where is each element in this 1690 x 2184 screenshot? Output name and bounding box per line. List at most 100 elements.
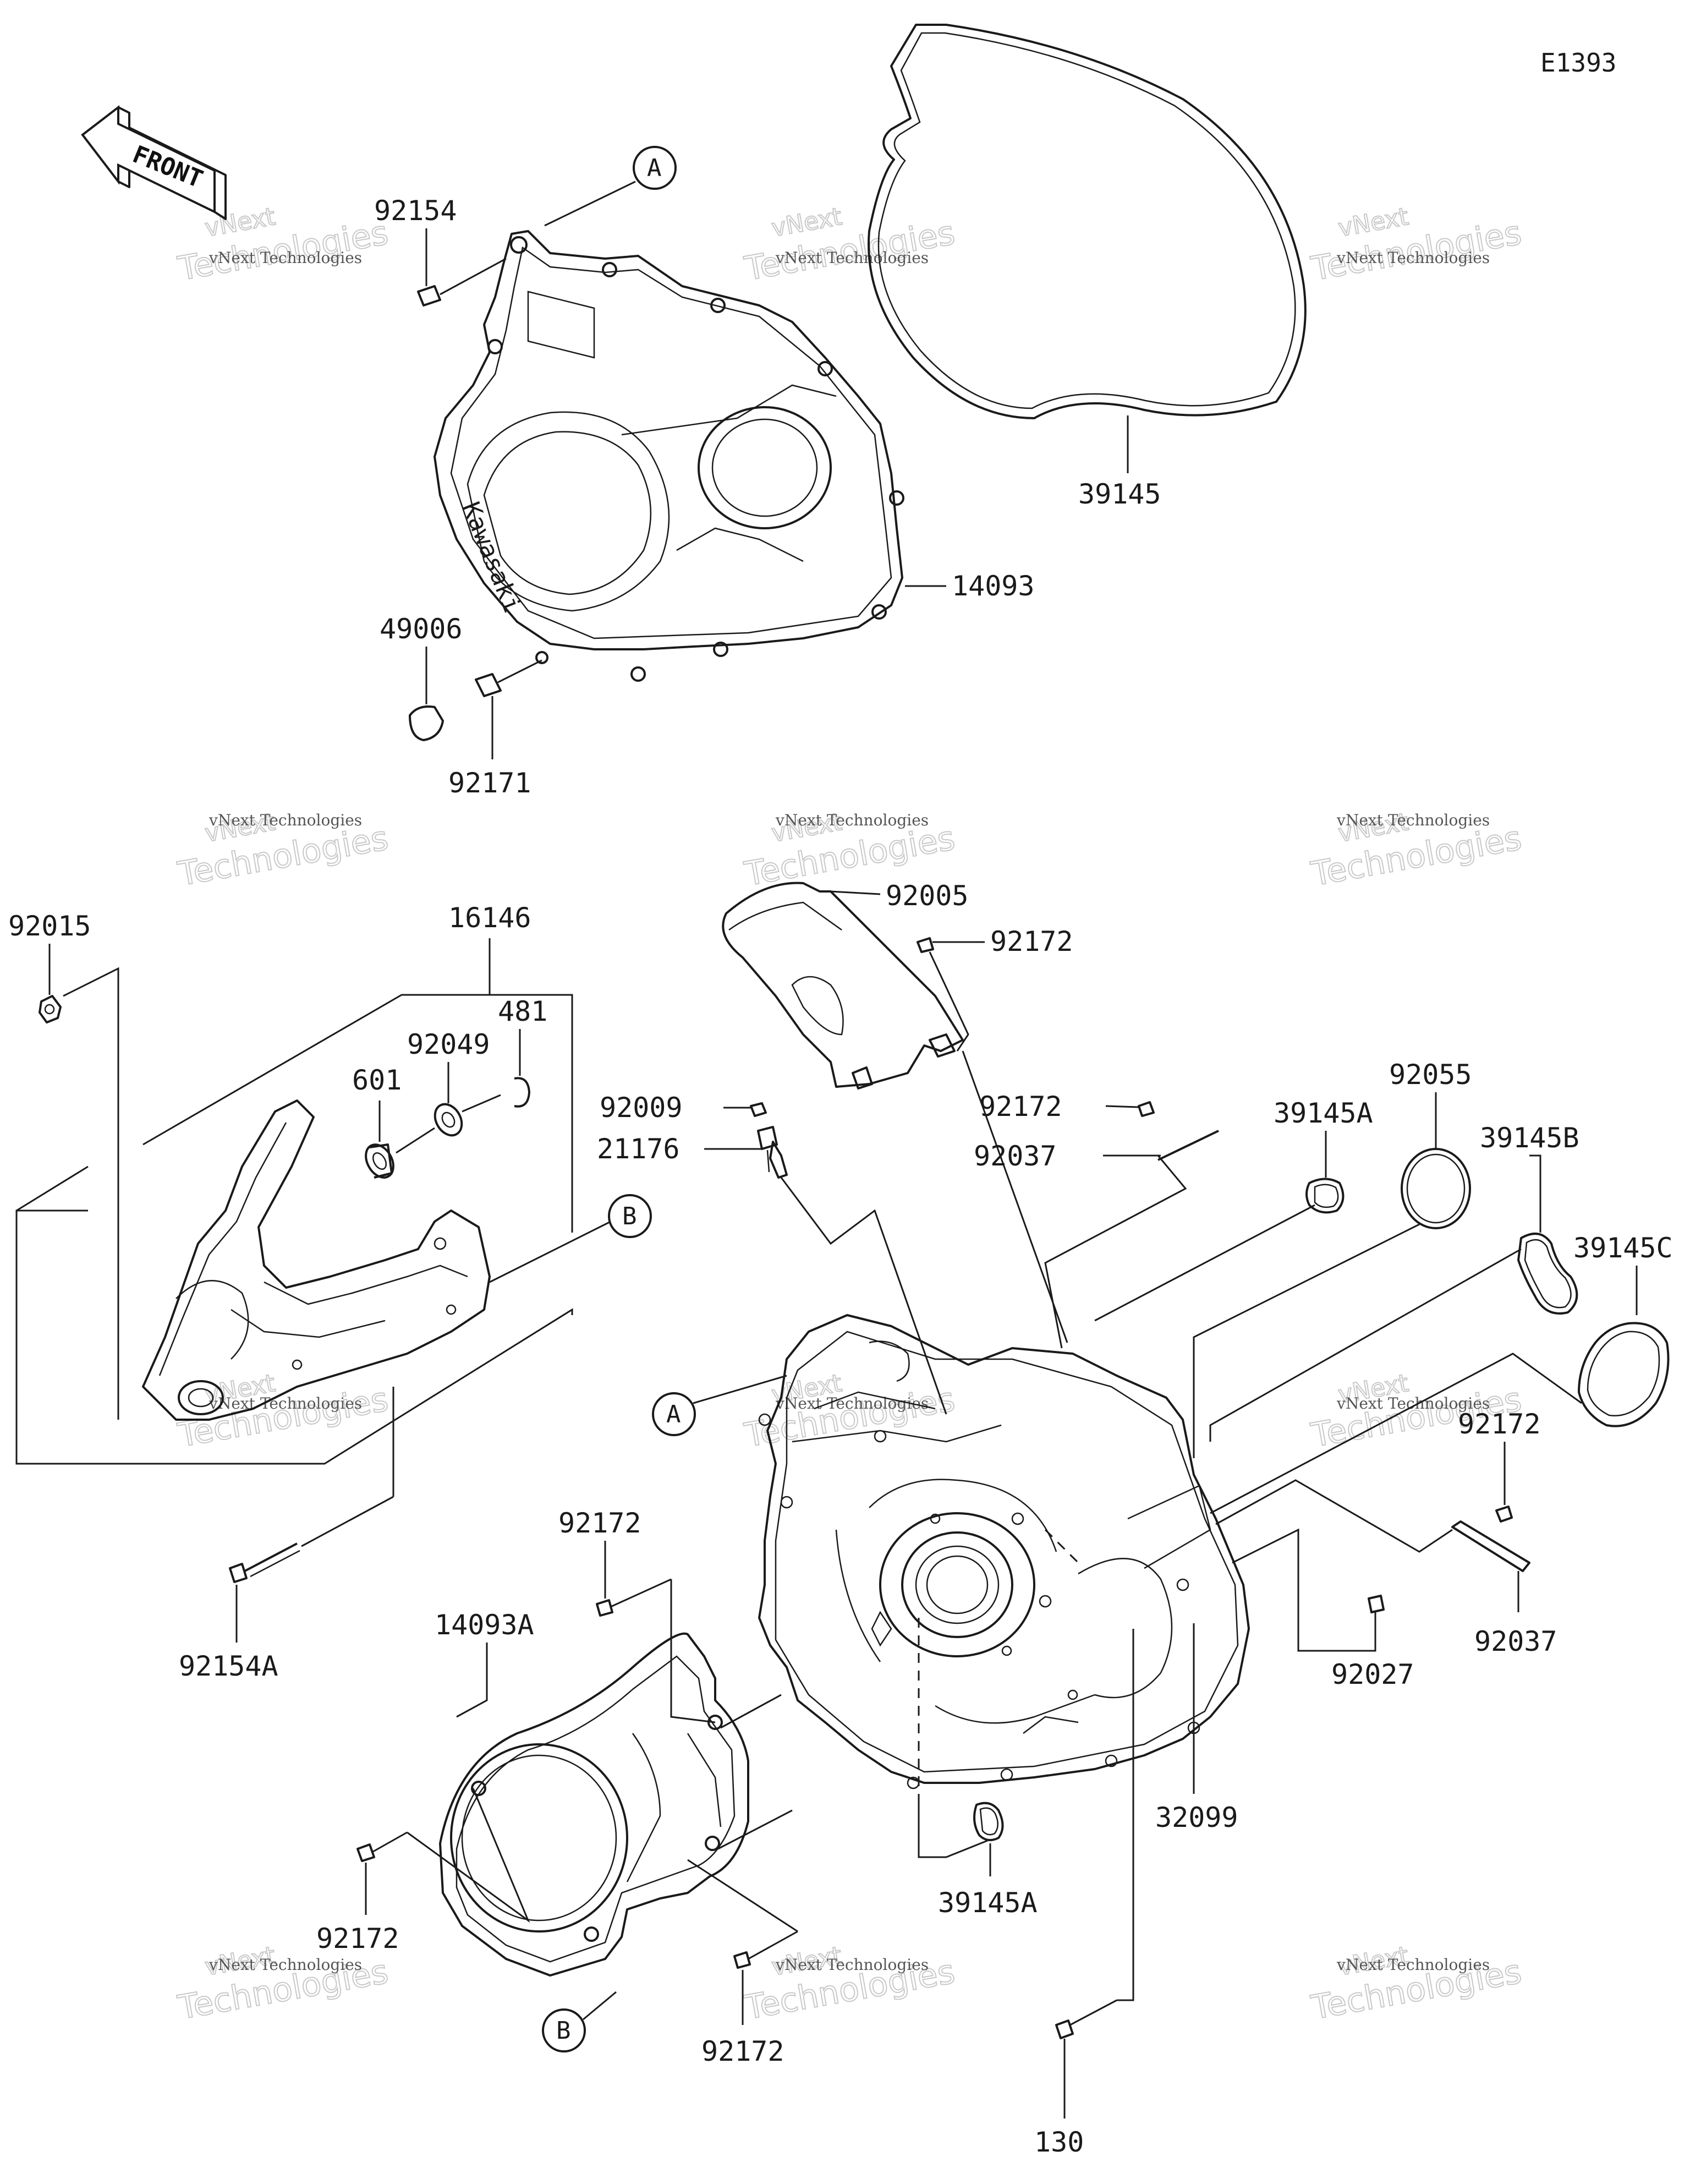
watermark-text: vNext Technologies [1336,249,1490,267]
leader-92172-a-b [929,951,969,1052]
part-label-92037-a: 92037 [974,1140,1057,1172]
axis-line-seal [462,1094,501,1113]
axis-line-39145B [1209,1248,1522,1442]
part-label-39145C: 39145C [1573,1232,1673,1264]
strip-92037-a [1157,1130,1219,1161]
part-label-39145B: 39145B [1480,1122,1579,1154]
watermark-text: vNext Technologies [775,249,929,267]
axis-line-92037-b [1215,1479,1453,1553]
part-label-92172-a: 92172 [990,926,1073,957]
cover-14093: Kawasaki [434,230,904,682]
ref-letter-b-top: B [622,1202,637,1230]
part-label-39145A-b: 39145A [938,1887,1038,1919]
part-label-39145: 39145 [1078,478,1161,510]
front-arrow-icon: FRONT [81,105,227,220]
circlip-481 [514,1077,530,1108]
part-label-92154: 92154 [374,195,457,227]
shaft-assembly-16146 [142,1099,491,1421]
watermark-text: vNext Technologies [208,811,362,829]
part-label-92049: 92049 [407,1028,490,1060]
part-label-92154A: 92154A [179,1650,278,1682]
bolt-130 [1055,1999,1117,2039]
crankcase-cover-32099 [758,1314,1250,1789]
gasket-39145 [868,24,1307,419]
leader-39145A-b [918,1794,988,1858]
ref-b-bottom: B [542,1991,617,2052]
bracket-16146 [15,1209,573,1465]
gasket-39145B [1517,1233,1578,1315]
part-label-92005: 92005 [886,880,969,912]
seal-39145A-b [973,1802,1004,1841]
leader-92005 [830,890,881,895]
part-label-92027: 92027 [1331,1658,1414,1690]
strip-92037-b [1451,1520,1530,1572]
leader-14093A [456,1643,488,1718]
watermark-text: vNext Technologies [208,249,362,267]
nut-92015 [39,995,62,1023]
axis-line-bearing [396,1127,435,1154]
ref-letter-b-bottom: B [556,2017,571,2045]
cap-49006 [409,705,444,741]
watermark-text: vNext Technologies [208,1394,362,1413]
part-label-92015: 92015 [8,910,91,942]
screw-92172-d [596,1578,716,1723]
part-label-92172-e: 92172 [316,1923,399,1955]
part-label-32099: 32099 [1155,1802,1238,1833]
part-label-92172-f: 92172 [701,2035,784,2067]
part-label-92171: 92171 [448,767,531,799]
watermark: vNext Technologies [174,807,392,894]
part-label-16146: 16146 [448,902,531,934]
part-label-49006: 49006 [380,613,463,645]
watermark: vNext Technologies [741,202,958,289]
watermark-text: vNext Technologies [1336,811,1490,829]
watermark-text: vNext Technologies [1336,1956,1490,1974]
watermark-text: vNext Technologies [775,811,929,829]
leader-16146-b [490,994,573,1233]
axis-dash-short [1044,1529,1079,1564]
leader-duct-axis [962,1050,1068,1343]
watermark-text: vNext Technologies [775,1394,929,1413]
watermark: vNext Technologies [1308,1941,1525,2028]
screw-92172-c [1495,1506,1513,1523]
leader-92037-a-b [1044,1155,1187,1349]
leader-16146 [142,938,491,1146]
leader-92015-b [63,967,119,1420]
screw-92172-f [687,1859,798,1969]
leader-130-b [1117,1629,1134,2001]
axis-line-14093A-b [717,1809,793,1850]
diagram-code: E1393 [1540,48,1616,78]
watermark: vNext Technologies [1308,807,1525,894]
gasket-39145C [1578,1322,1670,1427]
leader-21176-b [780,1177,947,1415]
screw-92009 [750,1102,767,1117]
ref-b-top: B [489,1194,652,1283]
watermark-text: vNext Technologies [1336,1394,1490,1413]
bolt-92154A [229,1387,394,1583]
ref-letter-a-top: A [647,154,662,182]
part-label-601: 601 [352,1064,402,1096]
screw-92172-e [356,1788,530,1923]
watermark-text: vNext Technologies [775,1956,929,1974]
oring-92055 [1401,1148,1471,1229]
screw-92172-b [1138,1101,1155,1117]
part-label-92172-d: 92172 [558,1507,641,1539]
part-label-92172-b: 92172 [979,1091,1062,1123]
leader-92172-b [1105,1105,1139,1108]
ref-a-top: A [544,146,677,227]
axis-line-39145C [1210,1353,1582,1514]
part-label-92009: 92009 [600,1092,683,1124]
part-label-92037-b: 92037 [1474,1625,1557,1657]
axis-line-39145A-a [1094,1204,1315,1322]
part-label-21176: 21176 [597,1133,680,1165]
part-label-92172-c: 92172 [1458,1408,1541,1440]
part-label-92055: 92055 [1389,1059,1472,1091]
seal-39145A-a [1305,1178,1345,1214]
leader-39145B [1529,1154,1541,1233]
bracket-16146-top [16,1165,89,1212]
nut-92171 [475,651,548,697]
part-label-130: 130 [1034,2126,1084,2158]
plug-92027 [1368,1595,1385,1613]
ref-letter-a-mid: A [666,1400,681,1428]
seal-92049 [434,1103,463,1137]
